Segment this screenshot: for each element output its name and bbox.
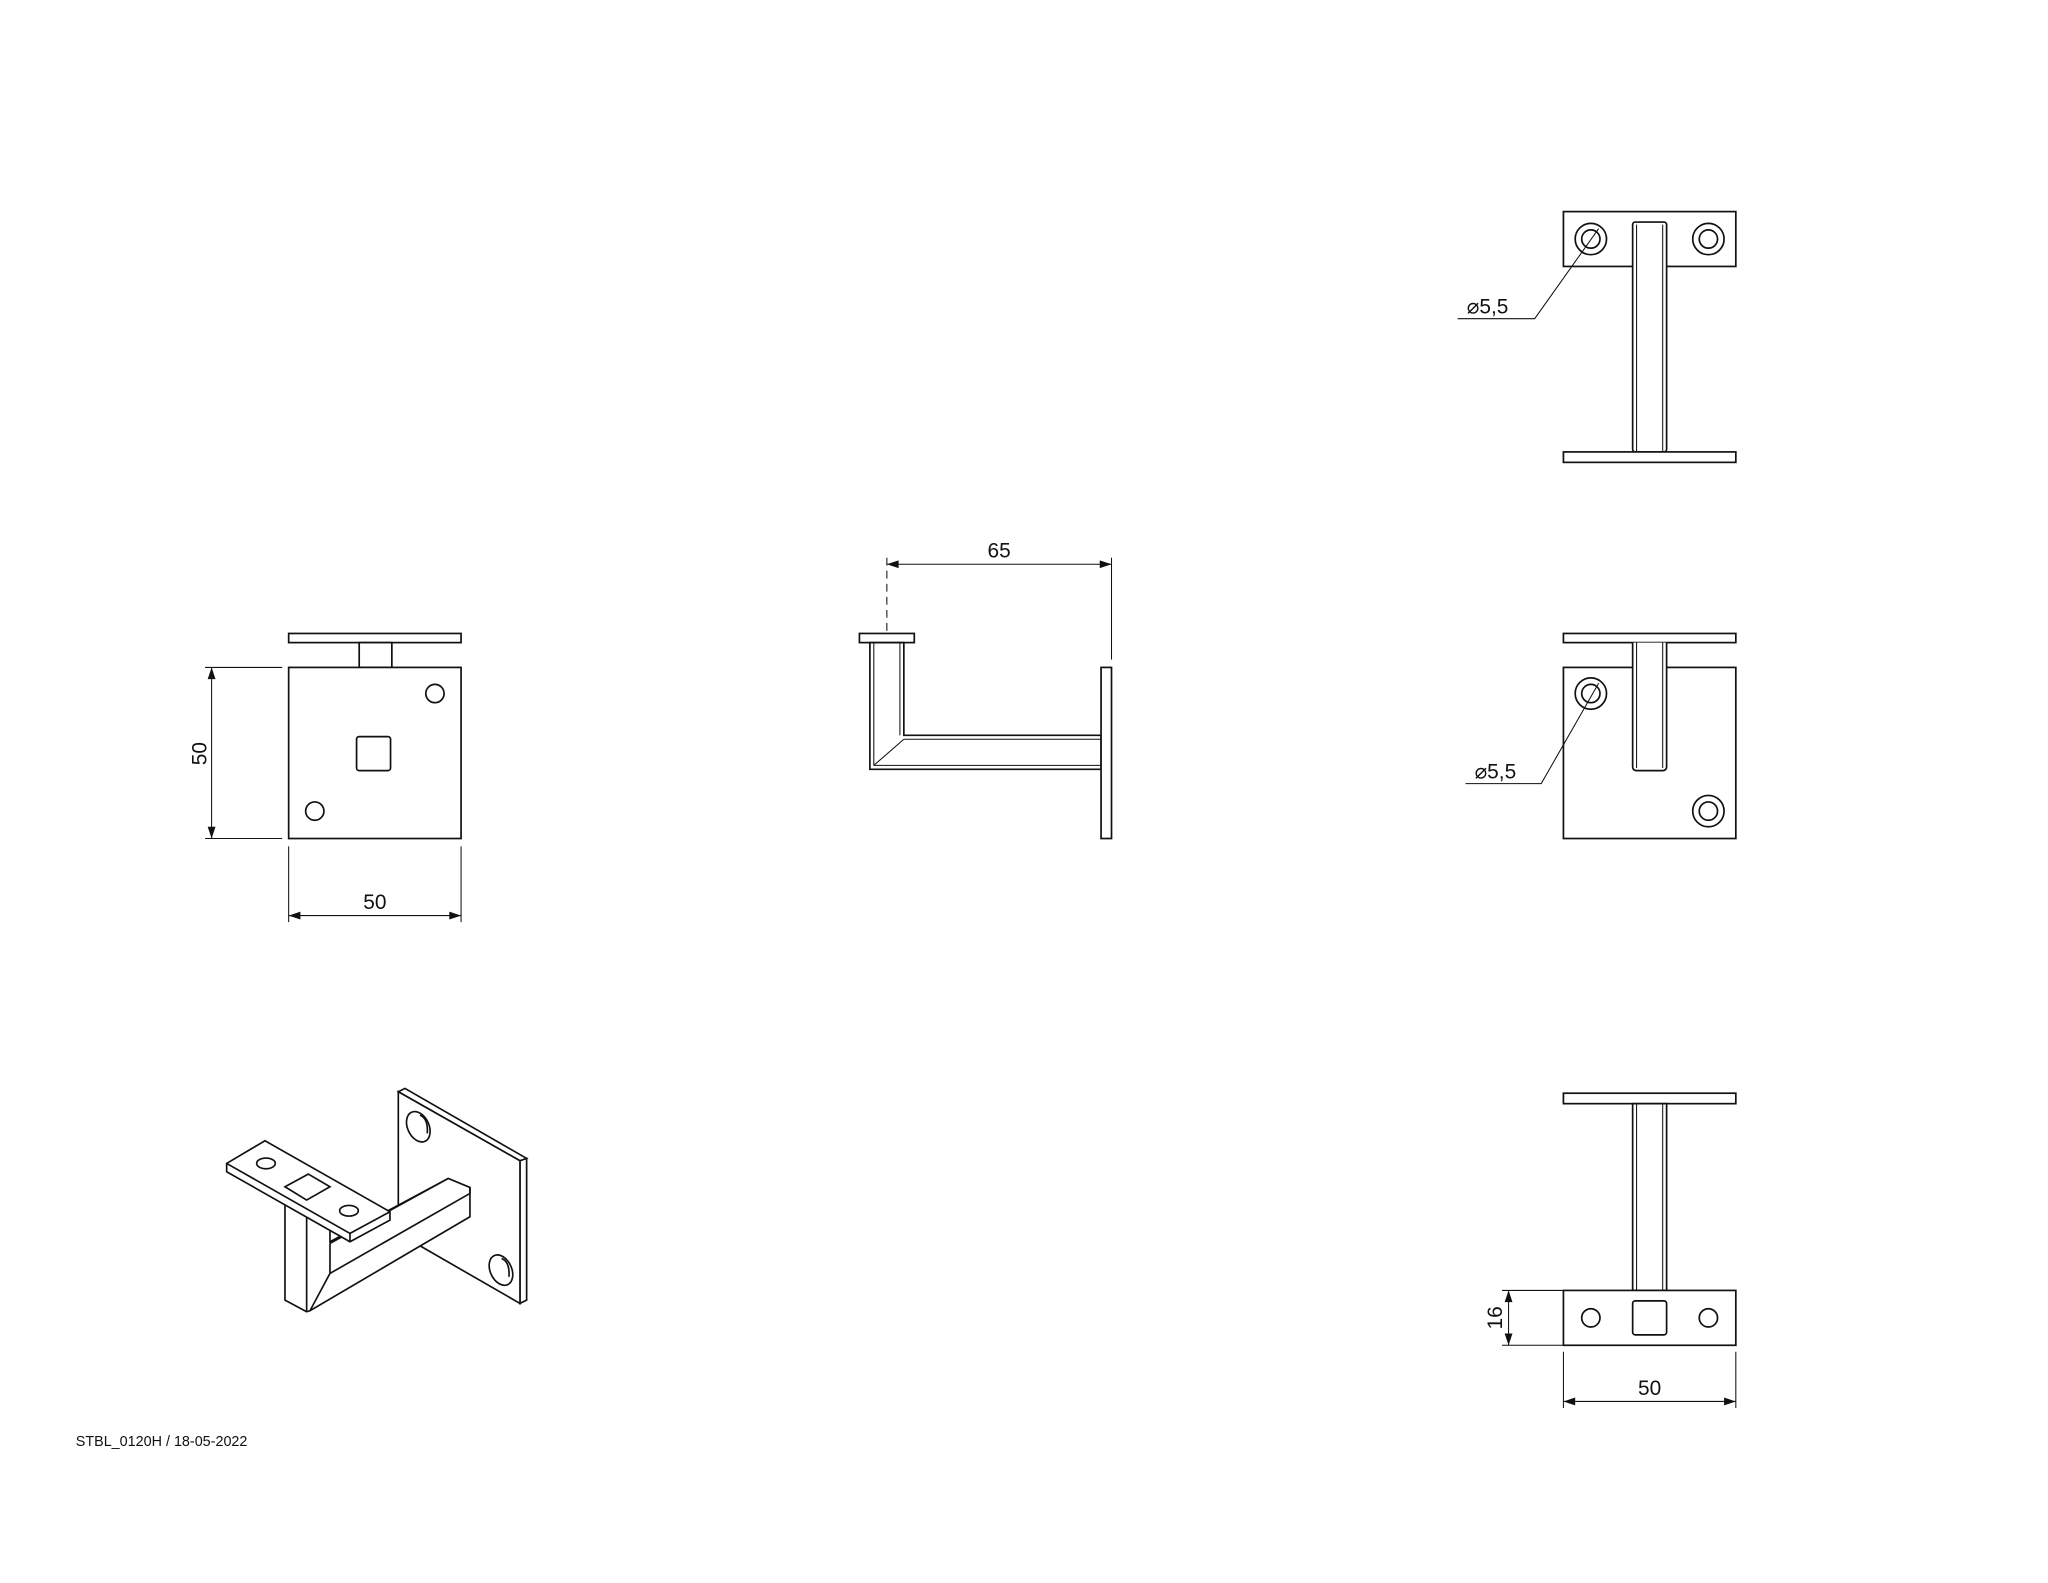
square-hole xyxy=(1631,1300,1668,1336)
mounting-hole xyxy=(1698,1307,1719,1328)
wall-plate xyxy=(1100,666,1113,840)
drawing-footer: STBL_0120H / 18-05-2022 xyxy=(76,1434,248,1450)
stem xyxy=(358,641,393,669)
rail-saddle xyxy=(858,632,916,644)
countersunk-hole xyxy=(1580,683,1601,704)
rail-saddle xyxy=(287,632,462,644)
mounting-hole xyxy=(424,683,445,704)
wall-plate-edge xyxy=(1562,1092,1737,1105)
side-view: 65 xyxy=(858,540,1113,840)
depth-dim-label: 16 xyxy=(1484,1306,1507,1329)
height-dim-label: 50 xyxy=(188,742,211,765)
height-dimension: 50 xyxy=(188,666,283,840)
width-dim-label: 50 xyxy=(363,891,386,914)
leader-line xyxy=(1465,682,1600,785)
projection-dimension: 65 xyxy=(886,540,1113,660)
front-view: 50 50 xyxy=(188,632,462,923)
bottom-view: 16 50 xyxy=(1484,1092,1737,1408)
rear-view: ⌀5,5 xyxy=(1465,632,1737,840)
countersunk-hole xyxy=(1580,229,1601,250)
mounting-hole xyxy=(304,801,325,822)
wall-plate xyxy=(287,666,462,840)
stem xyxy=(1631,1102,1668,1292)
countersunk-hole xyxy=(1698,801,1719,822)
leader-line xyxy=(1457,228,1600,320)
width-dim-label: 50 xyxy=(1638,1377,1661,1400)
depth-dimension: 16 xyxy=(1484,1289,1564,1346)
wall-plate-edge xyxy=(1562,451,1737,464)
projection-dim-label: 65 xyxy=(988,540,1011,563)
stem xyxy=(1631,642,1668,772)
saddle-plate xyxy=(1562,1289,1737,1347)
stem xyxy=(1631,221,1668,453)
rail-saddle xyxy=(1562,632,1737,644)
width-dimension: 50 xyxy=(1562,1351,1737,1408)
arm xyxy=(869,641,1102,771)
countersunk-hole xyxy=(1698,229,1719,250)
square-hole xyxy=(355,735,392,772)
isometric-view xyxy=(225,1087,529,1313)
width-dimension: 50 xyxy=(288,846,462,923)
hole-dim-label: ⌀5,5 xyxy=(1467,295,1509,318)
mounting-hole xyxy=(1580,1307,1601,1328)
hole-dim-label: ⌀5,5 xyxy=(1475,760,1517,783)
top-view: ⌀5,5 xyxy=(1457,210,1737,464)
